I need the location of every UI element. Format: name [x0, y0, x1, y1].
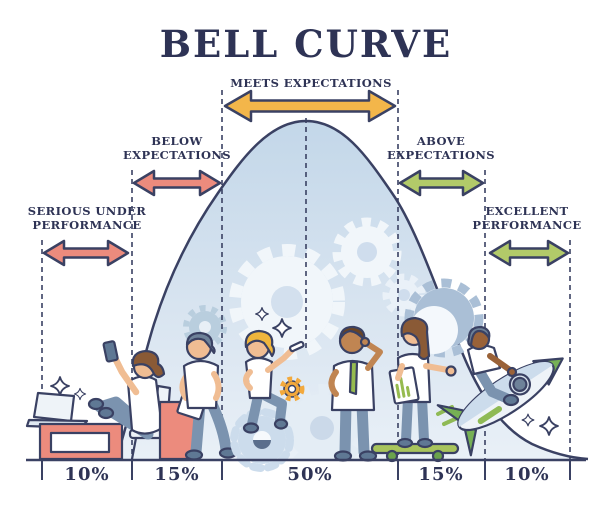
percent-label-below: 15%: [154, 464, 200, 485]
legs: [356, 398, 370, 458]
chart-bars: [395, 376, 411, 399]
shoe: [416, 437, 434, 449]
sparkle-icon: [521, 413, 535, 427]
fist: [445, 365, 457, 377]
band-arrows: [42, 89, 570, 267]
sparkle-icon: [73, 387, 87, 401]
band-label-line: EXPECTATIONS: [386, 148, 496, 163]
meets-expectations-arrow: [223, 89, 397, 123]
arm: [112, 356, 140, 396]
gear-icon: [404, 278, 484, 358]
band-label-line: EXPECTATIONS: [122, 148, 232, 163]
hair: [244, 329, 276, 358]
band-label-line: BELOW: [151, 134, 203, 148]
arm: [487, 353, 513, 373]
rocket-window-glass: [512, 376, 528, 392]
hair: [131, 349, 166, 379]
legs: [261, 391, 287, 425]
band-label-excellent-performance: EXCELLENT PERFORMANCE: [462, 204, 592, 233]
torso: [244, 356, 274, 400]
shoe: [273, 418, 289, 430]
sparkle-icon: [272, 318, 292, 338]
above-expectations-arrow: [398, 169, 485, 197]
gear-icon: [382, 273, 426, 317]
shoe: [396, 437, 414, 449]
arm: [328, 369, 339, 397]
sparkles: [50, 307, 559, 436]
band-label-line: ABOVE: [416, 134, 466, 148]
foreground-gears-blue: [183, 278, 484, 358]
arm: [265, 347, 295, 373]
rocket-icon: [436, 357, 564, 457]
excellent-performance-arrow: [488, 239, 570, 267]
sparkle-icon: [539, 416, 559, 436]
figure-climber: [230, 329, 305, 472]
arm: [395, 363, 405, 381]
shoe: [97, 406, 115, 420]
gear-icon-orange: [279, 376, 305, 402]
below-expectations-arrow: [132, 169, 222, 197]
band-label-serious-under-performance: SERIOUS UNDER PERFORMANCE: [22, 204, 152, 233]
rocket-stripe: [477, 406, 503, 425]
fist: [506, 366, 518, 378]
hair: [467, 325, 491, 348]
page-title: BELL CURVE: [159, 22, 453, 66]
arm-shielding-eyes: [363, 340, 383, 371]
sparkle-icon: [255, 307, 269, 321]
shoe: [184, 449, 204, 461]
figure-rocket-rider: [436, 325, 564, 457]
percent-label-meets: 50%: [287, 464, 333, 485]
band-label-above-expectations: ABOVE EXPECTATIONS: [376, 134, 506, 163]
arm: [243, 369, 253, 391]
torso: [182, 359, 220, 410]
clipboard-icon: [388, 366, 420, 405]
band-label-meets-expectations: MEETS EXPECTATIONS: [226, 76, 396, 90]
arm: [211, 371, 222, 401]
band-label-line: PERFORMANCE: [32, 218, 142, 233]
laptop-icon: [32, 391, 76, 423]
band-label-line: SERIOUS UNDER: [27, 204, 147, 218]
hair: [185, 331, 216, 355]
band-label-line: EXCELLENT: [485, 204, 569, 218]
red-desk-panel: [49, 431, 111, 454]
bell-curve-area: [116, 121, 588, 460]
serious-under-performance-arrow: [42, 239, 130, 267]
band-label-below-expectations: BELOW EXPECTATIONS: [112, 134, 242, 163]
arm-reaching: [423, 363, 451, 373]
percent-label-excellent: 10%: [504, 464, 550, 485]
skateboard-icon: [370, 442, 460, 455]
legs: [247, 391, 263, 429]
percent-label-serious-under: 10%: [64, 464, 110, 485]
percent-label-above: 15%: [418, 464, 464, 485]
shoe: [87, 397, 105, 411]
x-axis: [26, 458, 586, 480]
legs: [339, 398, 352, 458]
shoe: [502, 393, 520, 407]
legs: [401, 393, 413, 445]
shoe: [242, 422, 260, 434]
fist: [359, 336, 371, 348]
figure-tie-man: [328, 325, 383, 462]
chair-leg: [130, 436, 138, 461]
tie: [348, 360, 359, 396]
hair: [400, 316, 431, 361]
gear-icon: [332, 217, 402, 287]
figure-skater: [370, 316, 460, 463]
band-label-line: MEETS EXPECTATIONS: [230, 76, 392, 90]
legs: [475, 367, 511, 403]
band-label-line: PERFORMANCE: [472, 218, 582, 233]
smartphone-icon: [102, 340, 119, 363]
pencil-icon: [288, 340, 305, 353]
sparkle-icon: [50, 376, 70, 396]
legs: [417, 393, 429, 445]
